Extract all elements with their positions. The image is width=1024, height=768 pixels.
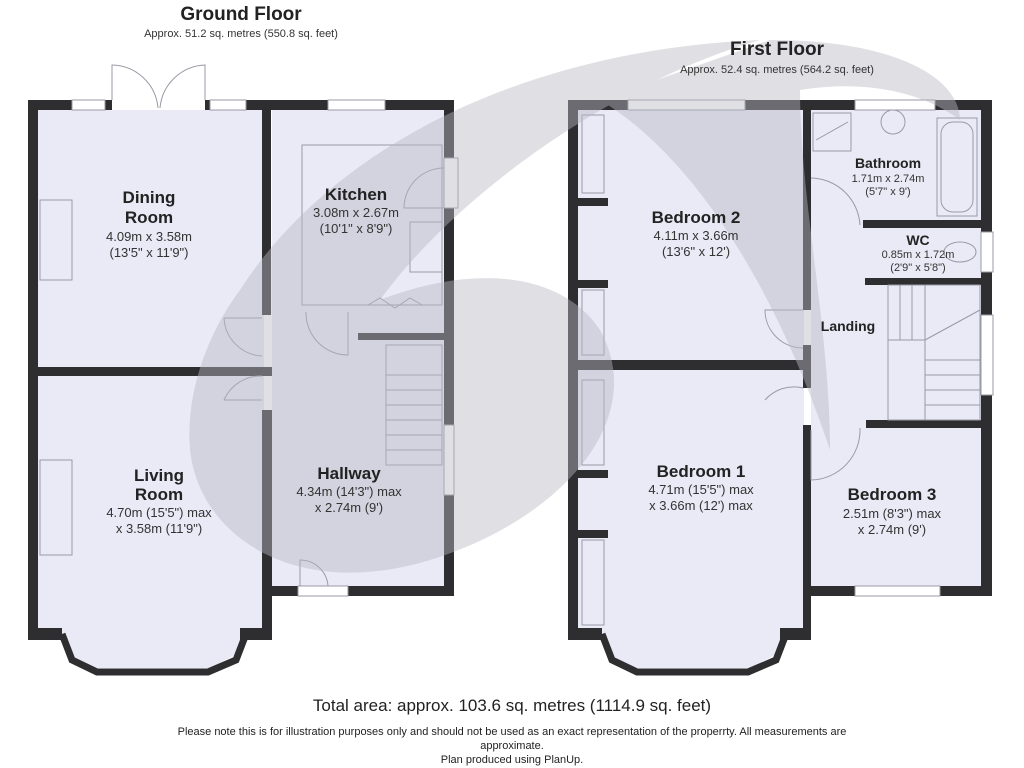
wc-dim-m: 0.85m x 1.72m bbox=[882, 249, 955, 261]
living-room-dim-ft: x 3.58m (11'9") bbox=[116, 521, 202, 536]
bay-window-area-first bbox=[600, 628, 785, 668]
ground-floor-area: Approx. 51.2 sq. metres (550.8 sq. feet) bbox=[144, 28, 338, 40]
kitchen-dim-m: 3.08m x 2.67m bbox=[313, 205, 399, 220]
plan-credit: Plan produced using PlanUp. bbox=[441, 754, 583, 766]
hallway-dim-m: 4.34m (14'3") max bbox=[296, 484, 402, 499]
bedroom-2-label: Bedroom 2 bbox=[652, 208, 741, 227]
hallway-label: Hallway bbox=[317, 464, 381, 483]
bedroom-2-dim-ft: (13'6" x 12') bbox=[662, 244, 730, 259]
first-floor-plan bbox=[568, 99, 994, 676]
disclaimer-line-2: approximate. bbox=[480, 740, 544, 752]
bedroom-1-dim-m: 4.71m (15'5") max bbox=[648, 482, 754, 497]
bedroom-3-dim-ft: x 2.74m (9') bbox=[858, 522, 926, 537]
bay-window-area bbox=[60, 628, 245, 668]
hallway-dim-ft: x 2.74m (9') bbox=[315, 500, 383, 515]
living-room-area bbox=[38, 376, 264, 628]
living-room-dim-m: 4.70m (15'5") max bbox=[106, 505, 212, 520]
bedroom-1-area bbox=[578, 370, 804, 628]
first-floor-area: Approx. 52.4 sq. metres (564.2 sq. feet) bbox=[680, 64, 874, 76]
total-area: Total area: approx. 103.6 sq. metres (11… bbox=[313, 696, 711, 715]
living-room-label-2: Room bbox=[135, 485, 183, 504]
kitchen-label: Kitchen bbox=[325, 185, 387, 204]
living-room-label: Living bbox=[134, 466, 184, 485]
bedroom-3-dim-m: 2.51m (8'3") max bbox=[843, 506, 942, 521]
watermark-logo bbox=[189, 40, 960, 573]
disclaimer-line-1: Please note this is for illustration pur… bbox=[178, 726, 847, 738]
ground-floor-plan bbox=[28, 64, 459, 676]
dining-room-label-2: Room bbox=[125, 208, 173, 227]
hallway-area bbox=[272, 320, 444, 586]
bathroom-dim-m: 1.71m x 2.74m bbox=[852, 173, 925, 185]
bathroom-dim-ft: (5'7" x 9') bbox=[865, 186, 910, 198]
bedroom-1-dim-ft: x 3.66m (12') max bbox=[649, 498, 753, 513]
dining-room-dim-ft: (13'5" x 11'9") bbox=[110, 245, 189, 260]
bathroom-label: Bathroom bbox=[855, 155, 921, 171]
bedroom-3-label: Bedroom 3 bbox=[848, 485, 937, 504]
ground-floor-title: Ground Floor bbox=[180, 4, 302, 25]
dining-room-label: Dining bbox=[123, 188, 176, 207]
bedroom-2-dim-m: 4.11m x 3.66m bbox=[653, 228, 738, 243]
wc-dim-ft: (2'9" x 5'8") bbox=[890, 262, 945, 274]
kitchen-dim-ft: (10'1" x 8'9") bbox=[320, 221, 393, 236]
wc-label: WC bbox=[906, 232, 929, 248]
staircase-first bbox=[887, 284, 981, 421]
dining-room-dim-m: 4.09m x 3.58m bbox=[106, 229, 192, 244]
upper-rooms-area bbox=[811, 110, 981, 586]
landing-label: Landing bbox=[821, 318, 875, 334]
bedroom-1-label: Bedroom 1 bbox=[657, 462, 746, 481]
dining-room-area bbox=[38, 110, 264, 368]
first-floor-title: First Floor bbox=[730, 39, 825, 60]
staircase-ground bbox=[385, 344, 443, 466]
